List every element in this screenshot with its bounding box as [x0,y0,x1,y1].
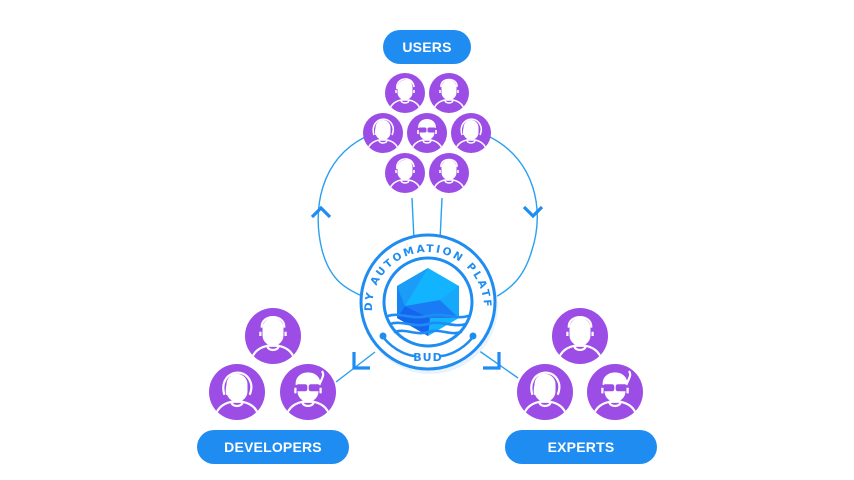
developers-avatar-group [209,308,336,420]
connector-left-arc [317,136,373,301]
developers-label-pill[interactable]: DEVELOPERS [197,430,349,464]
avatar[interactable] [587,364,643,420]
avatar[interactable] [552,308,608,364]
arrow-down-left-icon [352,352,370,370]
users-avatar-group [363,73,491,193]
avatar[interactable] [451,113,491,153]
connector-right-arc [489,136,538,301]
avatar[interactable] [517,364,573,420]
connector-users-right [439,197,443,241]
avatar[interactable] [209,364,265,420]
users-label-pill[interactable]: USERS [383,30,471,64]
avatar[interactable] [280,364,336,420]
arrow-up-icon [310,205,332,219]
avatar[interactable] [407,113,447,153]
experts-label: EXPERTS [547,439,615,455]
developers-label: DEVELOPERS [224,439,322,455]
avatar[interactable] [429,153,469,193]
arrow-down-icon [522,205,544,219]
avatar[interactable] [385,73,425,113]
avatar[interactable] [245,308,301,364]
arrow-down-right-icon [483,352,501,370]
users-label: USERS [402,39,452,55]
experts-avatar-group [517,308,643,420]
buddy-cube-logo-icon [397,268,459,336]
badge-bottom-text: BUD [413,351,442,364]
connector-users-left [411,197,415,241]
avatar[interactable] [429,73,469,113]
experts-label-pill[interactable]: EXPERTS [505,430,657,464]
avatar[interactable] [385,153,425,193]
avatar[interactable] [363,113,403,153]
